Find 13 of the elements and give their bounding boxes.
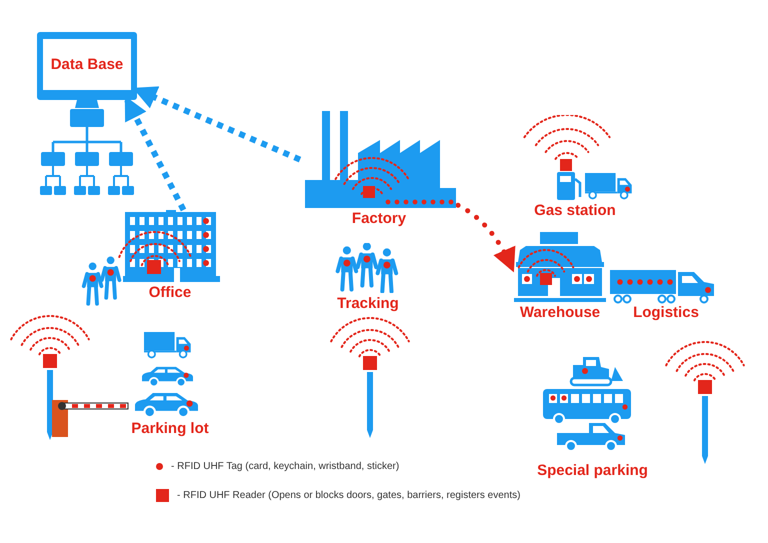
legend-text: - RFID UHF Tag (card, keychain, wristband, sticker) [171,461,400,472]
node-label: Factory [350,210,408,228]
node-label: Logistics [632,304,700,322]
legend-text: - RFID UHF Reader (Opens or blocks doors, gates, barriers, registers events) [177,490,520,501]
node-label: Office [148,284,192,302]
node-label: Parking lot [130,420,210,438]
node-label: Tracking [336,295,400,313]
node-label: Warehouse [518,304,602,322]
node-label: Data Base [50,56,124,73]
node-label: Gas station [533,202,617,220]
arrow [456,202,515,272]
node-label: Special parking [536,462,649,480]
monitor-screen [37,32,137,100]
